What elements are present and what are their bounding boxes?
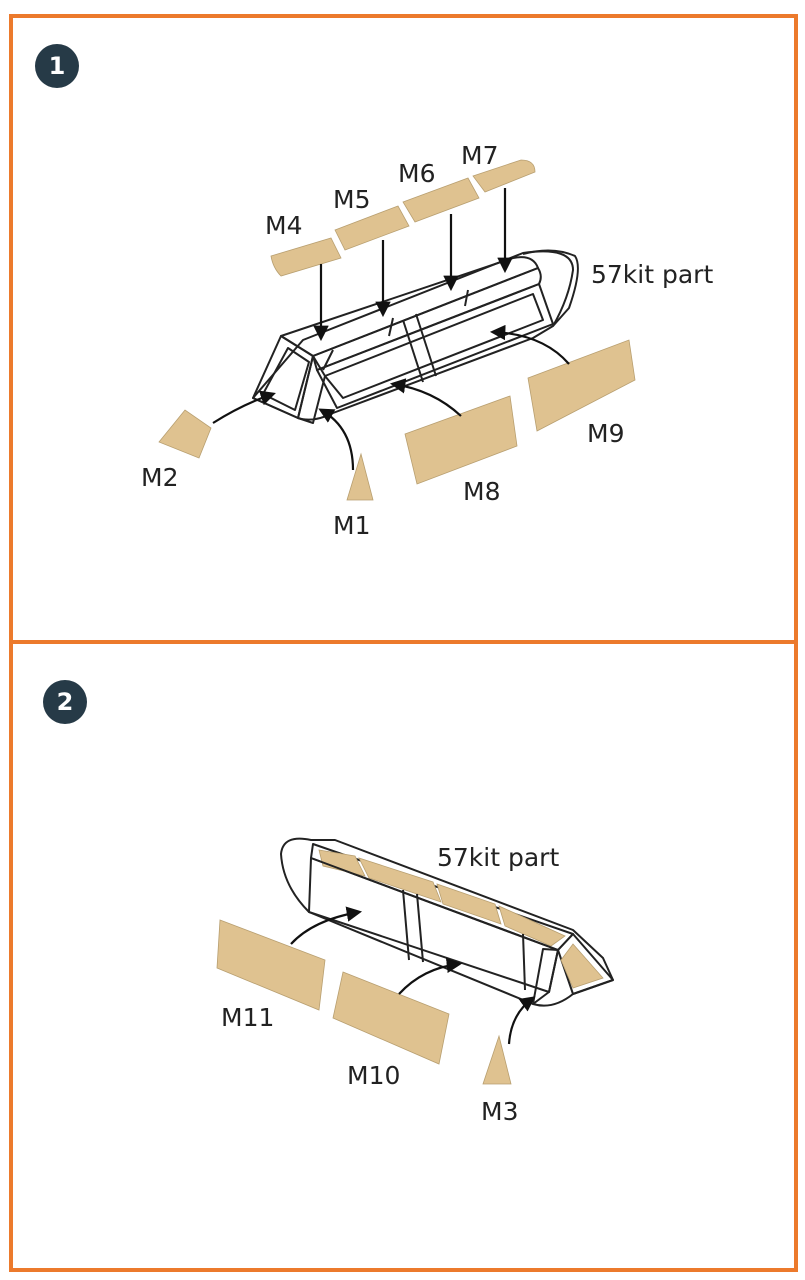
label-m11: M11 bbox=[221, 1003, 274, 1032]
mask-m9-shape bbox=[527, 339, 636, 432]
label-kit-part-1: 57kit part bbox=[591, 260, 713, 289]
step-2-badge: 2 bbox=[43, 680, 87, 724]
mask-m8-shape bbox=[404, 395, 518, 485]
step-1-panel: 1 bbox=[9, 14, 798, 644]
label-m5: M5 bbox=[333, 185, 370, 214]
step-1-diagram: M4 M5 M6 M7 57kit part M2 M1 M8 M9 bbox=[141, 141, 713, 540]
mask-m3-shape bbox=[482, 1034, 512, 1085]
mask-m5-shape bbox=[334, 205, 410, 251]
label-m8: M8 bbox=[463, 477, 500, 506]
label-m1: M1 bbox=[333, 511, 370, 540]
label-m10: M10 bbox=[347, 1061, 400, 1090]
mask-m1-shape bbox=[346, 452, 374, 501]
label-m6: M6 bbox=[398, 159, 435, 188]
step-2-canopy bbox=[280, 837, 614, 1007]
label-m3: M3 bbox=[481, 1097, 518, 1126]
step-2-panel: 2 bbox=[9, 640, 798, 1272]
mask-m11-shape bbox=[216, 919, 326, 1011]
step-1-arrows bbox=[212, 188, 570, 471]
mask-m7-shape bbox=[472, 159, 536, 193]
step-1-badge: 1 bbox=[35, 44, 79, 88]
label-kit-part-2: 57kit part bbox=[437, 843, 559, 872]
label-m7: M7 bbox=[461, 141, 498, 170]
step-1-canopy bbox=[252, 249, 579, 424]
step-2-arrows bbox=[290, 906, 536, 1045]
mask-m2-shape bbox=[158, 409, 212, 459]
label-m4: M4 bbox=[265, 211, 302, 240]
mask-m4-shape bbox=[270, 237, 342, 277]
step-1-top-masks bbox=[270, 159, 536, 277]
label-m9: M9 bbox=[587, 419, 624, 448]
mask-m10-shape bbox=[332, 971, 450, 1065]
step-2-diagram: 57kit part M11 M10 M3 bbox=[216, 837, 614, 1126]
mask-m6-shape bbox=[402, 177, 480, 223]
label-m2: M2 bbox=[141, 463, 178, 492]
